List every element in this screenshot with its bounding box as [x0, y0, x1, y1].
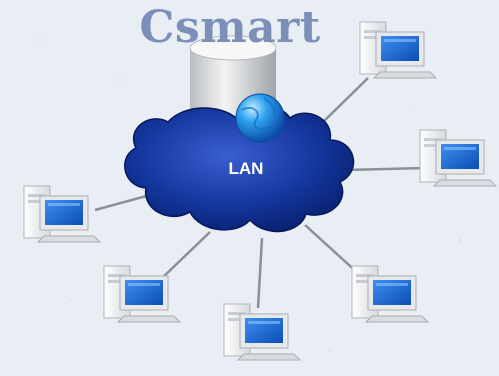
workstation-bottom-right: [351, 265, 429, 323]
link-bottom-left: [159, 231, 211, 281]
background-texture: [38, 38, 462, 352]
workstation-top-right: [359, 21, 437, 79]
link-left: [94, 193, 151, 212]
workstation-right: [419, 129, 497, 187]
workstation-left: [23, 185, 101, 243]
workstation-bottom-left: [103, 265, 181, 323]
workstation-bottom-center: [223, 303, 301, 361]
link-right: [344, 166, 425, 172]
hub-label: LAN: [229, 159, 264, 178]
link-bottom-right: [304, 224, 361, 276]
link-bottom-center: [256, 237, 264, 309]
network-links: [94, 77, 425, 309]
diagram-title: Csmart: [139, 2, 321, 53]
link-top-right: [319, 77, 369, 126]
globe-icon: [235, 93, 285, 143]
